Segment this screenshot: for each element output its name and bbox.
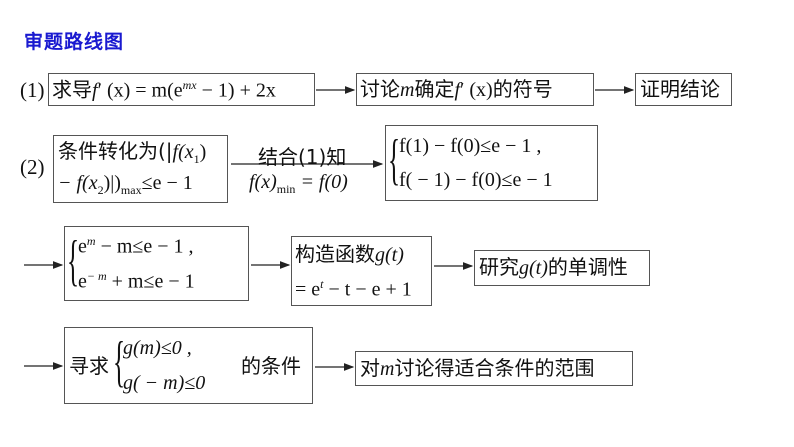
sub-2: 2	[97, 183, 104, 197]
f-symbol: f	[92, 79, 98, 102]
system2-tail-2: + m≤e − 1	[106, 270, 195, 293]
exp-neg-m: − m	[86, 269, 107, 283]
derivative-prefix: 求导	[52, 77, 92, 102]
sub-min: min	[276, 182, 296, 196]
exponent: mx	[182, 78, 197, 92]
monotonic-pre: 研究	[479, 255, 519, 279]
g-of-t: g(t)	[519, 257, 548, 279]
edge-label-bottom: f(x)min = f(0)	[249, 169, 348, 197]
derivative-expr: (x) = m(e	[101, 79, 183, 102]
f-x1: f(x	[172, 141, 194, 163]
condition-line-2: − f(x2)|)max≤e − 1	[58, 172, 193, 196]
construct-function-box: 构造函数g(t) = et − t − e + 1	[291, 236, 432, 306]
system1-line-2: f( − 1) − f(0)≤e − 1	[399, 169, 553, 191]
diagram-title: 审题路线图	[24, 31, 125, 53]
step1-label: (1)	[20, 78, 45, 102]
var-m: m	[400, 79, 415, 101]
condition-line-1: 条件转化为(|f(x1)	[58, 141, 206, 165]
seek-pre: 寻求	[69, 354, 109, 378]
equals-e: = e	[295, 278, 321, 301]
step2-label: (2)	[20, 155, 45, 179]
prove-conclusion-box: 证明结论	[635, 73, 732, 106]
monotonicity-box: 研究g(t)的单调性	[474, 250, 650, 286]
system2-line-2: e− m + m≤e − 1	[78, 270, 195, 292]
prime-symbol: ′	[460, 79, 465, 101]
equals-f0: = f(0)	[295, 171, 348, 193]
f-x2: − f(x	[58, 172, 98, 194]
final-post: 讨论得适合条件的范围	[394, 356, 595, 380]
system2-line-1: em − m≤e − 1 ,	[78, 235, 194, 257]
derivative-box: 求导f′ (x) = m(emx − 1) + 2x	[48, 73, 315, 106]
construct-tail: − t − e + 1	[323, 278, 412, 301]
derivative-tail: − 1) + 2x	[196, 79, 276, 102]
discuss-prefix: 讨论	[360, 77, 400, 101]
arg-x: (x)	[464, 79, 493, 101]
close-paren: )	[199, 141, 207, 163]
condition-text: 条件转化为(|	[58, 139, 173, 163]
sub-max: max	[120, 183, 142, 197]
final-pre: 对	[360, 356, 380, 380]
construct-line-1: 构造函数g(t)	[295, 244, 404, 265]
system2-box: { em − m≤e − 1 , e− m + m≤e − 1	[64, 226, 249, 301]
final-range-box: 对m讨论得适合条件的范围	[355, 351, 633, 386]
seek-condition-box: 寻求 { g(m)≤0 , g( − m)≤0 的条件	[64, 327, 313, 404]
seek-post: 的条件	[241, 354, 301, 378]
system1-box: { f(1) − f(0)≤e − 1 , f( − 1) − f(0)≤e −…	[385, 125, 598, 201]
system2-tail-1: − m≤e − 1 ,	[95, 235, 194, 258]
var-m: m	[380, 358, 395, 380]
left-brace-icon: {	[67, 230, 80, 292]
discuss-mid: 确定	[414, 77, 455, 101]
exp-t: t	[320, 277, 324, 291]
e-base: e	[78, 235, 87, 258]
construct-line-2: = et − t − e + 1	[295, 278, 412, 300]
prime-symbol: ′	[97, 79, 102, 102]
monotonic-post: 的单调性	[547, 255, 628, 279]
construct-text: 构造函数	[295, 242, 375, 266]
condition-box: 条件转化为(|f(x1) − f(x2)|)max≤e − 1	[53, 135, 228, 203]
exp-m: m	[86, 234, 96, 248]
f-symbol: f	[454, 79, 461, 101]
discuss-sign-box: 讨论m确定f′ (x)的符号	[356, 73, 594, 106]
e-base: e	[78, 270, 87, 293]
discuss-suffix: 的符号	[492, 77, 553, 101]
close-abs: )|)	[103, 172, 121, 194]
left-brace-icon: {	[388, 129, 401, 191]
condition-bound: ≤e − 1	[141, 172, 193, 194]
edge-label-top: 结合(1)知	[258, 145, 347, 169]
prove-conclusion-text: 证明结论	[640, 77, 720, 101]
sub-1: 1	[193, 152, 200, 166]
seek-line-2: g( − m)≤0	[123, 372, 206, 394]
left-brace-icon: {	[113, 331, 126, 393]
g-of-t: g(t)	[375, 244, 404, 266]
seek-line-1: g(m)≤0 ,	[123, 337, 192, 359]
f-x: f(x)	[249, 171, 277, 193]
system1-line-1: f(1) − f(0)≤e − 1 ,	[399, 135, 542, 157]
